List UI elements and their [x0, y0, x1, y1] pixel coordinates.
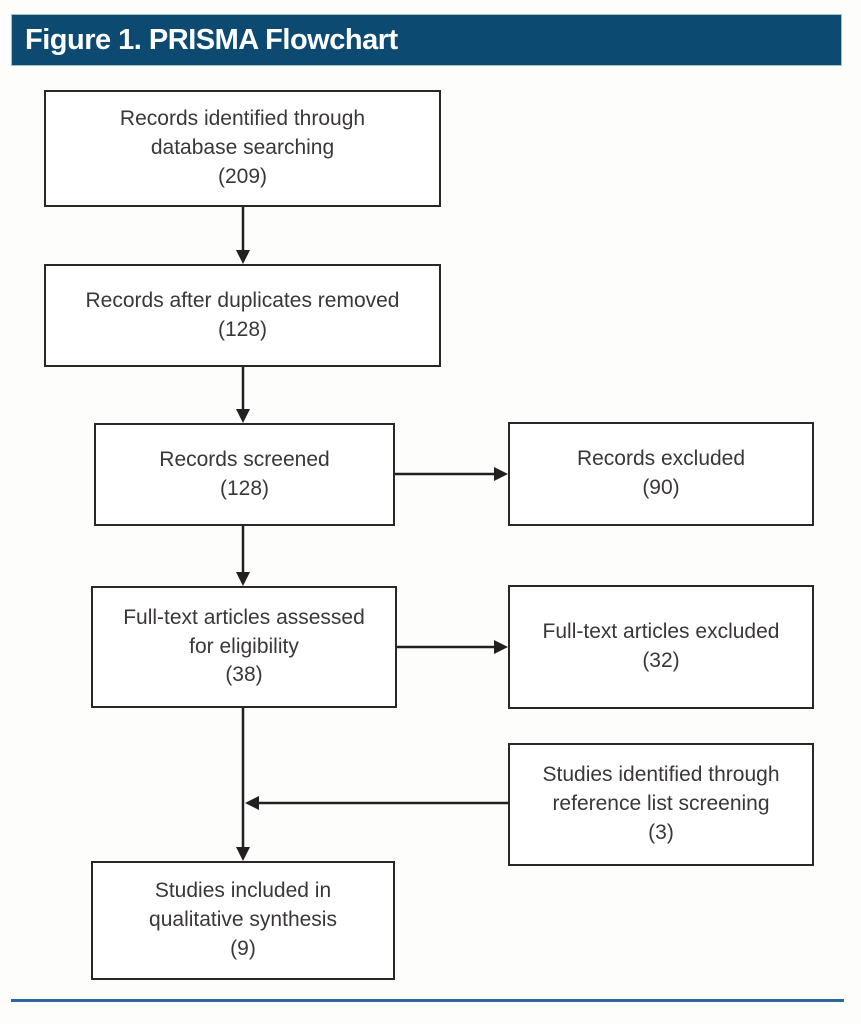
arrow-identified-to-deduplicated: [236, 207, 250, 264]
arrow-fulltext-to-fulltext-excluded: [397, 640, 508, 654]
node-studies-included: Studies included in qualitative synthesi…: [91, 861, 395, 980]
arrow-deduplicated-to-screened: [236, 367, 250, 423]
arrow-fulltext-to-included: [236, 708, 250, 861]
arrow-screened-to-records-excluded: [395, 467, 508, 481]
node-reference-list-identified: Studies identified through reference lis…: [508, 743, 814, 866]
node-records-after-duplicates: Records after duplicates removed (128): [44, 264, 441, 367]
node-records-identified: Records identified through database sear…: [44, 90, 441, 207]
node-records-screened: Records screened (128): [94, 423, 395, 526]
arrow-reference-to-flow: [245, 796, 508, 810]
bottom-divider-rule: [11, 999, 844, 1002]
figure-title: Figure 1. PRISMA Flowchart: [25, 23, 398, 56]
node-records-excluded: Records excluded (90): [508, 422, 814, 526]
node-fulltext-excluded: Full-text articles excluded (32): [508, 585, 814, 709]
node-fulltext-assessed: Full-text articles assessed for eligibil…: [91, 586, 397, 708]
figure-title-bar: Figure 1. PRISMA Flowchart: [11, 14, 842, 66]
arrow-screened-to-fulltext: [236, 526, 250, 586]
